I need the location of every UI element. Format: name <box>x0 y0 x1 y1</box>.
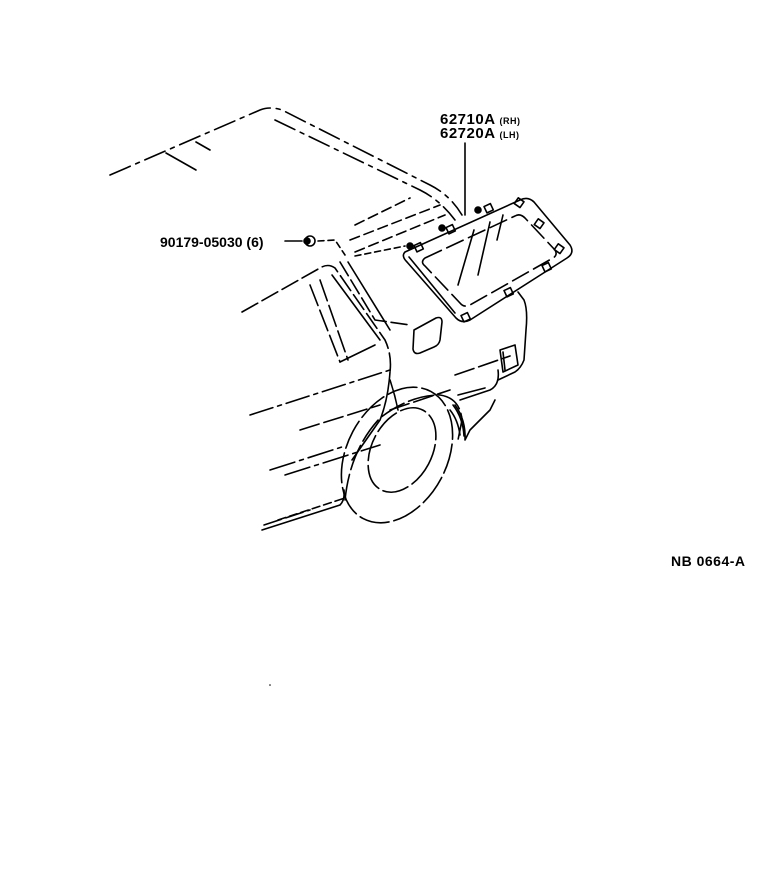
clip-part-number: 90179-05030 (6) <box>160 234 264 250</box>
clip-icon <box>304 236 315 246</box>
part-number-rh-value: 62710A <box>440 111 496 128</box>
roof-hint-lines <box>166 142 210 170</box>
part-number-rh: 62710A(RH) <box>440 112 521 127</box>
roof-rail <box>350 198 445 252</box>
part-number-lh-value: 62720A <box>440 125 496 142</box>
figure-code: NB 0664-A <box>671 553 746 569</box>
clip-leader <box>285 240 405 256</box>
part-side-rh: (RH) <box>499 116 521 126</box>
quarter-window-glass <box>403 198 572 322</box>
roof-outline <box>110 108 462 220</box>
scan-dot <box>269 684 271 686</box>
part-side-lh: (LH) <box>499 130 520 140</box>
part-number-lh: 62720A(LH) <box>440 126 520 141</box>
rear-wheel <box>319 368 475 542</box>
body-quarter-panel <box>242 262 527 530</box>
